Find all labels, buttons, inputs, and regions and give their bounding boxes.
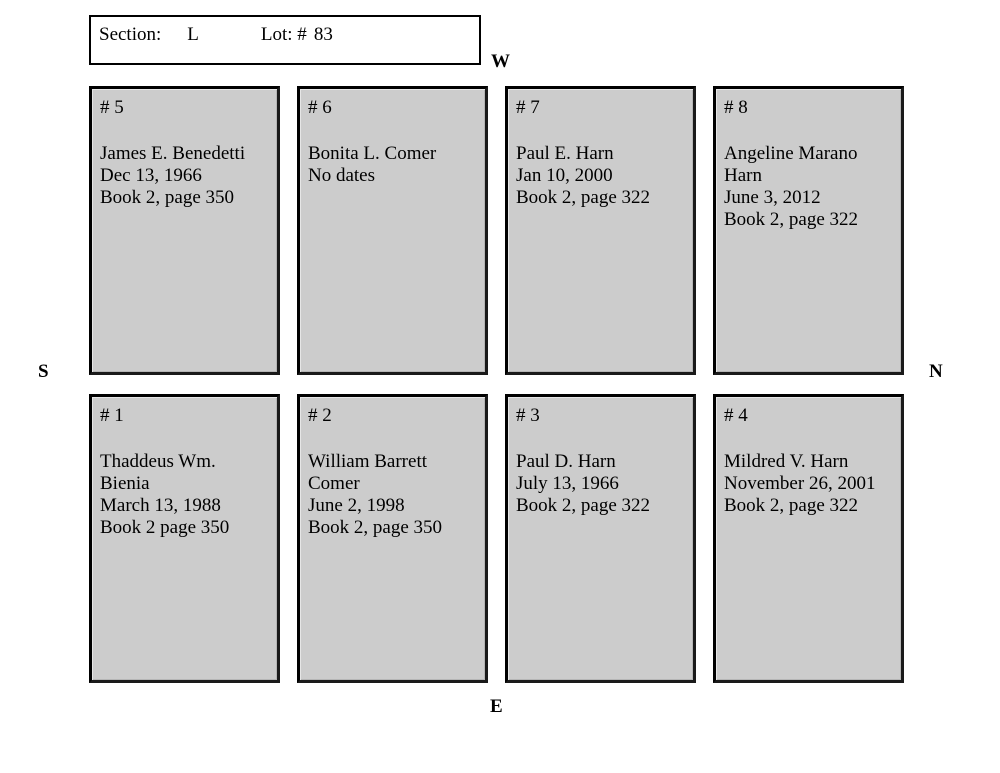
compass-label-south: S: [38, 361, 49, 382]
plot-detail-line: James E. Benedetti: [100, 143, 246, 164]
plot-detail-line: Bonita L. Comer: [308, 143, 437, 164]
section-label: Section:: [99, 24, 162, 45]
plot-detail-line: Book 2, page 322: [724, 495, 859, 516]
section-lot-text: Section: L Lot: # 83: [99, 24, 333, 46]
plot-details-1: Thaddeus Wm. Bienia March 13, 1988 Book …: [100, 451, 273, 539]
plot-detail-line: Jan 10, 2000: [516, 165, 613, 186]
plot-cell-4[interactable]: # 4 Mildred V. Harn November 26, 2001 Bo…: [713, 394, 904, 683]
plot-detail-line: June 2, 1998: [308, 495, 405, 516]
plot-detail-line: Book 2, page 322: [724, 209, 859, 230]
plot-detail-line: Bienia: [100, 473, 150, 494]
plot-cell-7[interactable]: # 7 Paul E. Harn Jan 10, 2000 Book 2, pa…: [505, 86, 696, 375]
compass-label-east: E: [490, 696, 503, 717]
plot-detail-line: Book 2 page 350: [100, 517, 230, 538]
section-value: L: [187, 24, 199, 45]
plot-cell-6[interactable]: # 6 Bonita L. Comer No dates: [297, 86, 488, 375]
plot-detail-line: Book 2, page 322: [516, 187, 651, 208]
plot-detail-line: July 13, 1966: [516, 473, 619, 494]
plot-cell-5[interactable]: # 5 James E. Benedetti Dec 13, 1966 Book…: [89, 86, 280, 375]
plot-detail-line: Dec 13, 1966: [100, 165, 202, 186]
plot-details-4: Mildred V. Harn November 26, 2001 Book 2…: [724, 451, 897, 517]
plot-cell-2[interactable]: # 2 William Barrett Comer June 2, 1998 B…: [297, 394, 488, 683]
plot-number-5: # 5: [100, 97, 124, 118]
plot-number-6: # 6: [308, 97, 332, 118]
compass-label-west: W: [491, 51, 510, 72]
plot-detail-line: November 26, 2001: [724, 473, 876, 494]
plot-number-4: # 4: [724, 405, 748, 426]
plot-cell-1[interactable]: # 1 Thaddeus Wm. Bienia March 13, 1988 B…: [89, 394, 280, 683]
plot-details-3: Paul D. Harn July 13, 1966 Book 2, page …: [516, 451, 689, 517]
section-lot-header-box: Section: L Lot: # 83: [89, 15, 481, 65]
plot-detail-line: Harn: [724, 165, 762, 186]
plot-details-5: James E. Benedetti Dec 13, 1966 Book 2, …: [100, 143, 273, 209]
plot-number-2: # 2: [308, 405, 332, 426]
plot-detail-line: Thaddeus Wm.: [100, 451, 216, 472]
plot-detail-line: June 3, 2012: [724, 187, 821, 208]
plot-row-bottom: # 1 Thaddeus Wm. Bienia March 13, 1988 B…: [89, 394, 904, 683]
plot-detail-line: Mildred V. Harn: [724, 451, 849, 472]
plot-detail-line: March 13, 1988: [100, 495, 221, 516]
compass-label-north: N: [929, 361, 943, 382]
plot-number-1: # 1: [100, 405, 124, 426]
plot-details-8: Angeline Marano Harn June 3, 2012 Book 2…: [724, 143, 897, 231]
plot-detail-line: Book 2, page 322: [516, 495, 651, 516]
plot-detail-line: Paul D. Harn: [516, 451, 616, 472]
plot-cell-8[interactable]: # 8 Angeline Marano Harn June 3, 2012 Bo…: [713, 86, 904, 375]
plot-detail-line: Paul E. Harn: [516, 143, 614, 164]
plot-detail-line: Comer: [308, 473, 360, 494]
plot-details-2: William Barrett Comer June 2, 1998 Book …: [308, 451, 481, 539]
lot-label: Lot: #: [260, 24, 307, 45]
plot-row-top: # 5 James E. Benedetti Dec 13, 1966 Book…: [89, 86, 904, 375]
plot-details-7: Paul E. Harn Jan 10, 2000 Book 2, page 3…: [516, 143, 689, 209]
plot-cell-3[interactable]: # 3 Paul D. Harn July 13, 1966 Book 2, p…: [505, 394, 696, 683]
lot-value: 83: [313, 24, 333, 45]
plot-number-8: # 8: [724, 97, 748, 118]
plot-details-6: Bonita L. Comer No dates: [308, 143, 481, 187]
plot-detail-line: Book 2, page 350: [100, 187, 235, 208]
plot-detail-line: William Barrett: [308, 451, 428, 472]
plot-detail-line: Angeline Marano: [724, 143, 858, 164]
plot-number-3: # 3: [516, 405, 540, 426]
plot-detail-line: No dates: [308, 165, 376, 186]
plot-number-7: # 7: [516, 97, 540, 118]
plot-detail-line: Book 2, page 350: [308, 517, 443, 538]
